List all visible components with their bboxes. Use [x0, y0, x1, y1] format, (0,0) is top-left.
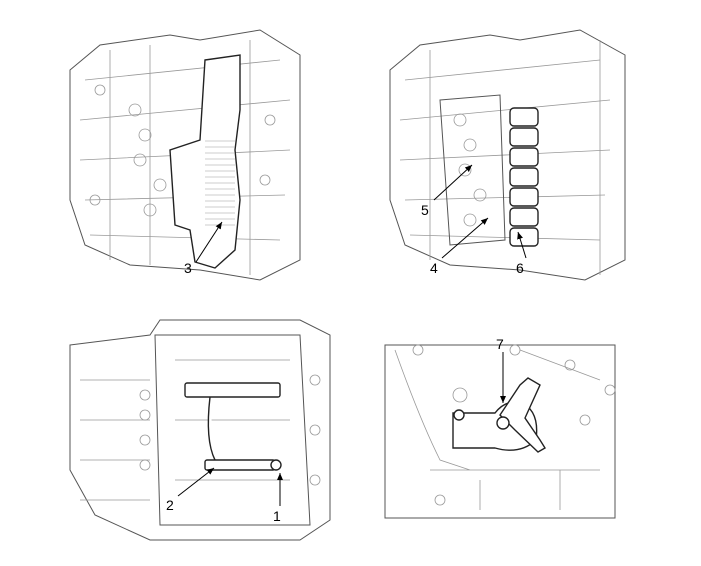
- sensor-bracket: [184, 382, 281, 398]
- figure-inhibitor-switch: 7: [384, 336, 616, 519]
- callout-3: 3: [184, 260, 192, 276]
- figure-valve-body-cover: 3: [69, 29, 301, 281]
- leader-line-6: [517, 231, 527, 259]
- figure-oil-temperature-sensor: 2 1: [69, 319, 331, 541]
- callout-6: 6: [516, 260, 524, 276]
- sensor-bolt: [270, 459, 282, 471]
- solenoid-valves: [509, 107, 539, 247]
- callout-1: 1: [273, 508, 281, 524]
- figure-valve-body-solenoids: 5 4 6: [389, 29, 626, 281]
- callout-7: 7: [496, 336, 504, 352]
- callout-5: 5: [421, 202, 429, 218]
- sensor-wire: [207, 396, 216, 470]
- callout-4: 4: [430, 260, 438, 276]
- callout-2: 2: [166, 497, 174, 513]
- leader-line-4: [441, 217, 489, 259]
- manual-control-lever: [499, 377, 546, 453]
- leader-line-5: [433, 164, 473, 201]
- oil-temperature-sensor: [204, 459, 276, 471]
- leader-line-2: [177, 467, 215, 497]
- leader-line-3: [195, 221, 223, 263]
